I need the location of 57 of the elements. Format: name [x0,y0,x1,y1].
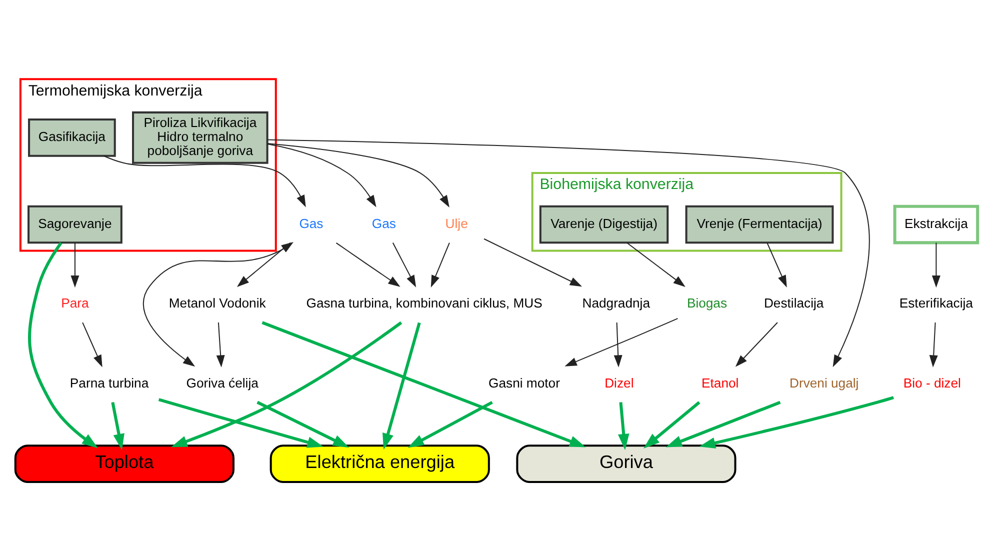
arrow [766,242,787,287]
arrow [82,322,102,367]
node-box: Ekstrakcija [893,204,980,244]
node-box: Goriva [516,444,736,482]
arrow [735,322,778,366]
node-box: Gasifikacija [28,118,116,156]
arrow [643,400,700,448]
node-text: Gas [299,215,324,230]
arrow [929,322,938,367]
arrow [614,322,622,367]
node-text: Gasna turbina, kombinovani ciklus, MUS [306,295,542,310]
node-text: Gas [372,215,396,230]
arrow [262,320,586,447]
node-box: Vrenje (Fermentacija) [685,204,834,244]
node-text: Nadgradnja [582,295,650,310]
arrow [267,138,870,367]
node-text: Gasni motor [488,374,560,390]
node-text: Etanol [702,374,739,390]
arrow [484,238,582,286]
node-text: Goriva ćelija [186,374,258,390]
node-text: Dizel [604,374,634,390]
arrow [564,318,678,366]
arrow [392,242,416,287]
arrow [111,402,124,450]
node-box: Toplota [14,444,234,482]
arrow [143,242,294,366]
arrow [171,320,402,447]
arrow [932,242,940,288]
node-text: Bio - dizel [903,374,961,390]
node-box: Sagorevanje [28,204,122,244]
node-text: Ulje [445,215,468,230]
arrow [626,242,686,286]
node-box: Piroliza Likvifikacija Hidro termalno poboljšanje goriva [132,110,268,164]
node-box: Varenje (Digestija) [539,204,669,244]
arrow [28,242,98,448]
arrow [699,396,894,448]
arrow [336,242,400,286]
node-text: Biogas [686,295,728,310]
arrow [408,400,493,448]
arrow [103,154,306,207]
arrow [618,402,630,450]
node-text: Esterifikacija [899,295,973,310]
arrow [382,322,421,450]
arrow [267,143,376,207]
node-text: Parna turbina [70,374,149,390]
node-text: Destilacija [764,295,824,310]
arrow [430,242,450,287]
node-text: Para [61,295,89,310]
node-box: Električna energija [270,444,490,482]
arrow [666,400,781,447]
arrow [158,398,324,448]
arrow [70,242,80,288]
arrow [256,400,350,448]
arrow [267,142,450,207]
arrow [216,322,225,367]
node-text: Drveni ugalj [790,374,859,390]
node-text: Metanol Vodonik [168,295,266,310]
